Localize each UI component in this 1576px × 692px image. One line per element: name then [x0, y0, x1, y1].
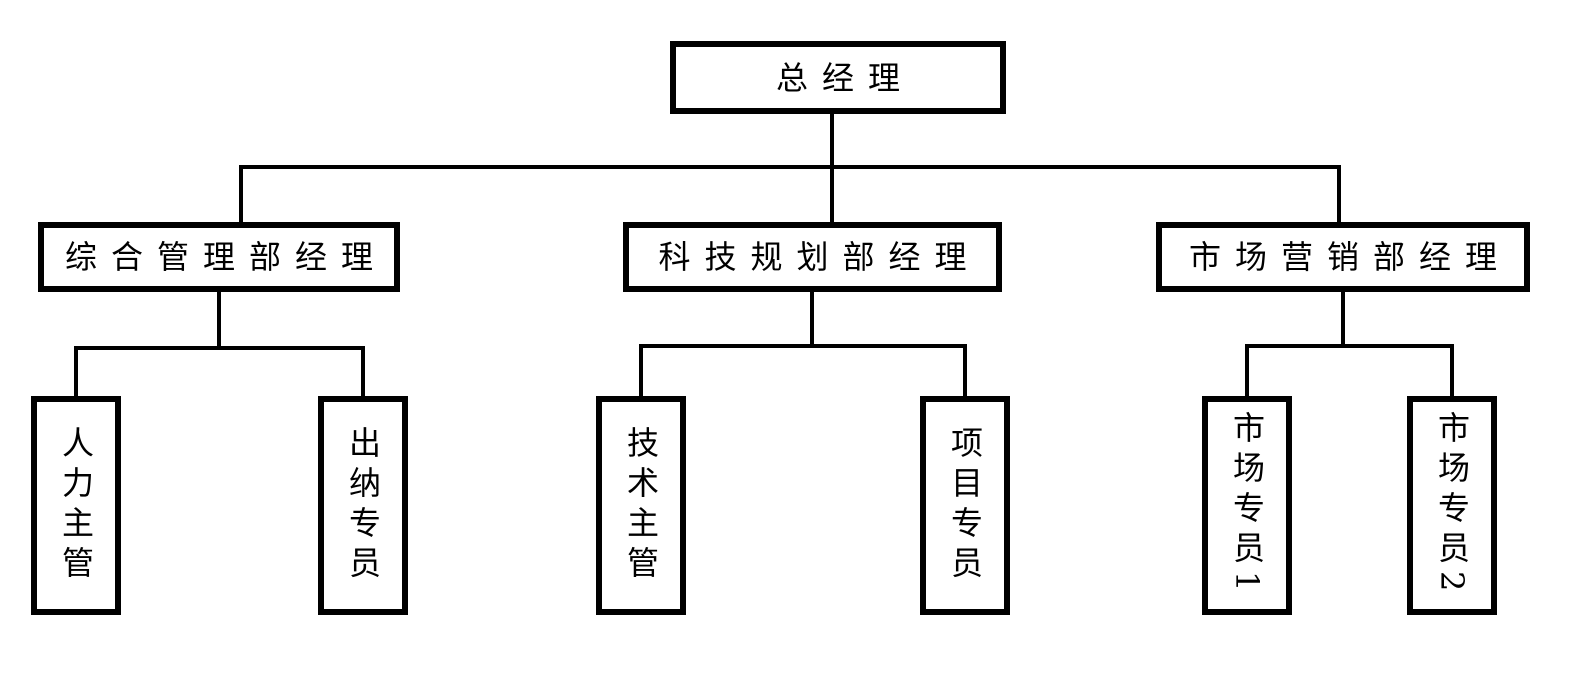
- connector-d1-rail: [74, 346, 365, 396]
- node-marketing-dept-manager: 市场营销部经理: [1156, 222, 1530, 292]
- node-market-specialist-1-label: 市场专员1: [1228, 411, 1266, 600]
- node-market-specialist-1: 市场专员1: [1202, 396, 1292, 615]
- node-project-specialist-label: 项目专员: [946, 425, 984, 586]
- node-tech-planning-dept-manager-label: 科技规划部经理: [658, 238, 981, 276]
- connector-d3-rail: [1245, 344, 1454, 396]
- node-technical-supervisor-label: 技术主管: [622, 425, 660, 586]
- node-cashier-specialist-label: 出纳专员: [344, 425, 382, 586]
- node-admin-dept-manager: 综合管理部经理: [38, 222, 400, 292]
- node-cashier-specialist: 出纳专员: [318, 396, 408, 615]
- connector-main-rail: [239, 165, 1341, 222]
- node-market-specialist-2-label: 市场专员2: [1433, 411, 1471, 600]
- node-general-manager-label: 总经理: [775, 58, 914, 97]
- node-hr-supervisor-label: 人力主管: [57, 425, 95, 586]
- node-hr-supervisor: 人力主管: [31, 396, 121, 615]
- node-marketing-dept-manager-label: 市场营销部经理: [1188, 238, 1511, 276]
- node-general-manager: 总经理: [670, 41, 1006, 114]
- node-technical-supervisor: 技术主管: [596, 396, 686, 615]
- node-market-specialist-2: 市场专员2: [1407, 396, 1497, 615]
- connector-d2-rail: [639, 344, 967, 396]
- node-project-specialist: 项目专员: [920, 396, 1010, 615]
- node-admin-dept-manager-label: 综合管理部经理: [64, 238, 387, 276]
- node-tech-planning-dept-manager: 科技规划部经理: [623, 222, 1002, 292]
